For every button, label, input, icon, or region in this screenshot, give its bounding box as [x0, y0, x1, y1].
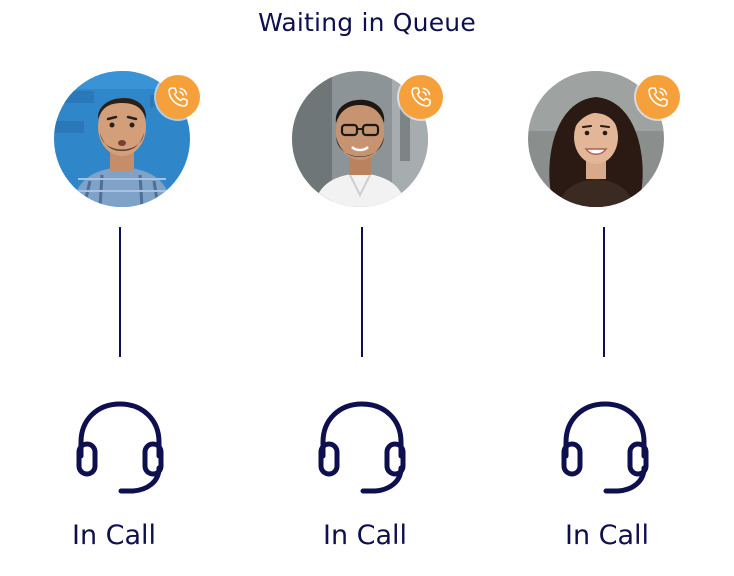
connector-line-2	[361, 227, 363, 357]
page-title: Waiting in Queue	[258, 8, 476, 37]
headset-icon	[75, 398, 165, 498]
status-label-2: In Call	[323, 520, 408, 551]
connector-line-1	[119, 227, 121, 357]
caller-avatar-3	[528, 71, 664, 207]
phone-ringing-icon	[156, 75, 200, 119]
woman-smiling-photo	[528, 71, 664, 207]
status-label-3: In Call	[565, 520, 650, 551]
phone-ringing-icon	[399, 75, 443, 119]
headset-icon	[317, 398, 407, 498]
headset-icon	[560, 398, 650, 498]
phone-ringing-icon	[636, 75, 680, 119]
connector-line-3	[603, 227, 605, 357]
status-label-1: In Call	[72, 520, 157, 551]
